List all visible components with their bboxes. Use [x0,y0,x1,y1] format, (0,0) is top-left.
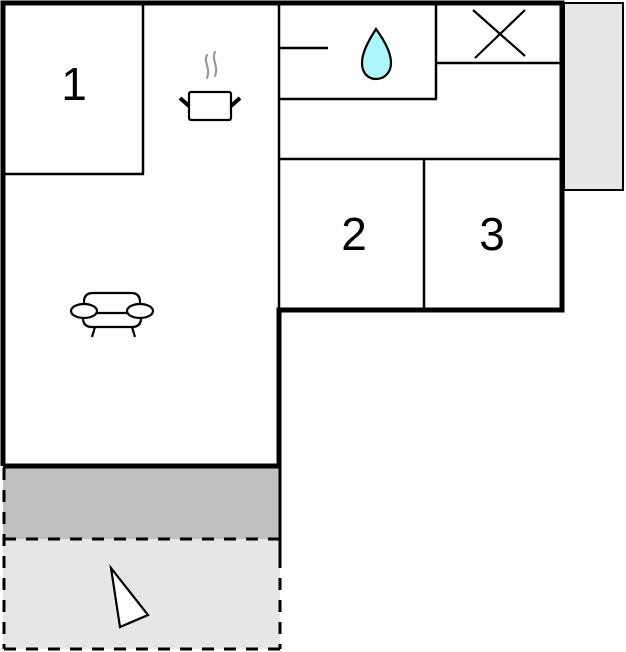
outer-walls [0,0,565,469]
water-drop-icon [360,27,393,81]
room-label-1: 1 [61,58,87,110]
open-terrace [3,539,280,649]
cross-icon [472,9,526,59]
north-arrow-icon [109,564,150,629]
room-label-2: 2 [341,208,367,260]
room-label-3: 3 [479,208,505,260]
covered-terrace [3,466,280,539]
interior-walls [3,3,562,310]
sofa-icon [69,291,155,338]
balcony-area [563,2,624,191]
cooking-pot-icon [178,50,242,122]
